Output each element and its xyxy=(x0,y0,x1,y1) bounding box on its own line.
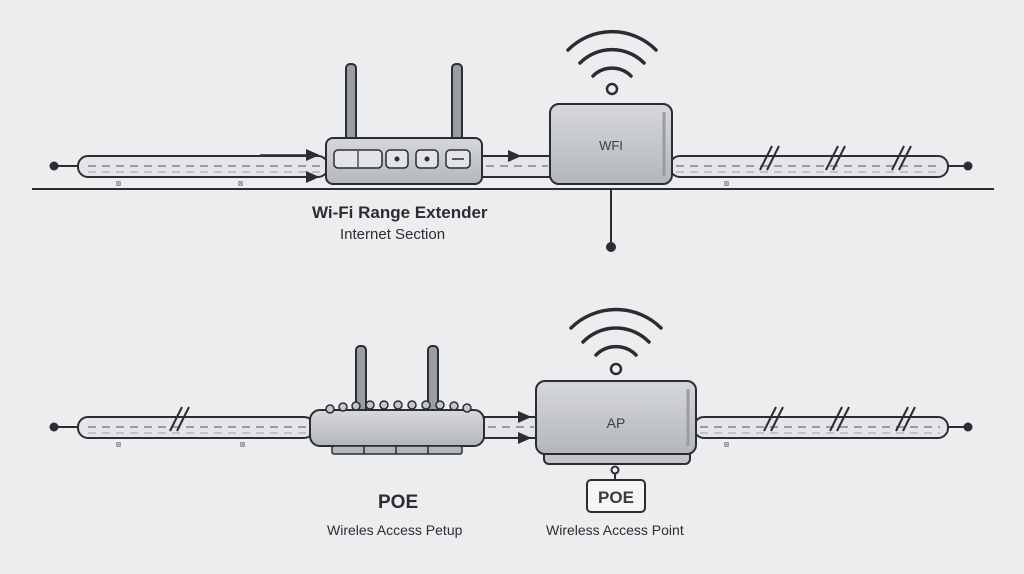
poe-connector xyxy=(610,465,620,475)
top-drop-endpoint xyxy=(606,242,616,252)
bottom-left-endpoint xyxy=(49,422,59,432)
svg-text:⊠: ⊠ xyxy=(724,179,729,188)
svg-text:⊠: ⊠ xyxy=(240,440,245,449)
wifi-signal-icon xyxy=(566,30,658,96)
top-ap-label: WFI xyxy=(599,138,623,153)
svg-text:⊠: ⊠ xyxy=(116,440,121,449)
svg-text:⊠: ⊠ xyxy=(724,440,729,449)
wifi-signal-icon xyxy=(569,307,663,376)
svg-text:⊠: ⊠ xyxy=(238,179,243,188)
bottom-left-cable: ⊠ ⊠ xyxy=(49,406,315,449)
top-subtitle: Internet Section xyxy=(340,226,446,243)
top-left-endpoint xyxy=(49,161,59,171)
top-right-cable: ⊠ xyxy=(669,145,973,188)
top-right-endpoint xyxy=(963,161,973,171)
bottom-ap-label: AP xyxy=(607,415,626,431)
access-point-icon: AP xyxy=(535,380,697,465)
bottom-section: ⊠ ⊠ xyxy=(49,307,973,513)
bottom-right-caption: Wireless Access Point xyxy=(546,522,684,538)
router-icon xyxy=(325,63,483,185)
access-point-icon: WFI xyxy=(549,103,673,185)
poe-box-label: POE xyxy=(598,488,634,507)
bottom-poe-heading: POE xyxy=(378,492,419,513)
bottom-right-cable: ⊠ xyxy=(693,406,973,449)
bottom-middle-cable xyxy=(483,411,539,444)
svg-text:⊠: ⊠ xyxy=(116,179,121,188)
top-title: Wi-Fi Range Extender xyxy=(312,203,488,222)
bottom-left-caption: Wireles Access Petup xyxy=(327,522,463,538)
poe-box xyxy=(586,479,646,513)
top-middle-cable xyxy=(481,150,553,178)
top-left-cable: ⊠ ⊠ xyxy=(49,149,329,188)
top-section: ⊠ ⊠ ⊠ xyxy=(32,30,994,252)
bottom-right-endpoint xyxy=(963,422,973,432)
router-icon xyxy=(309,345,485,455)
